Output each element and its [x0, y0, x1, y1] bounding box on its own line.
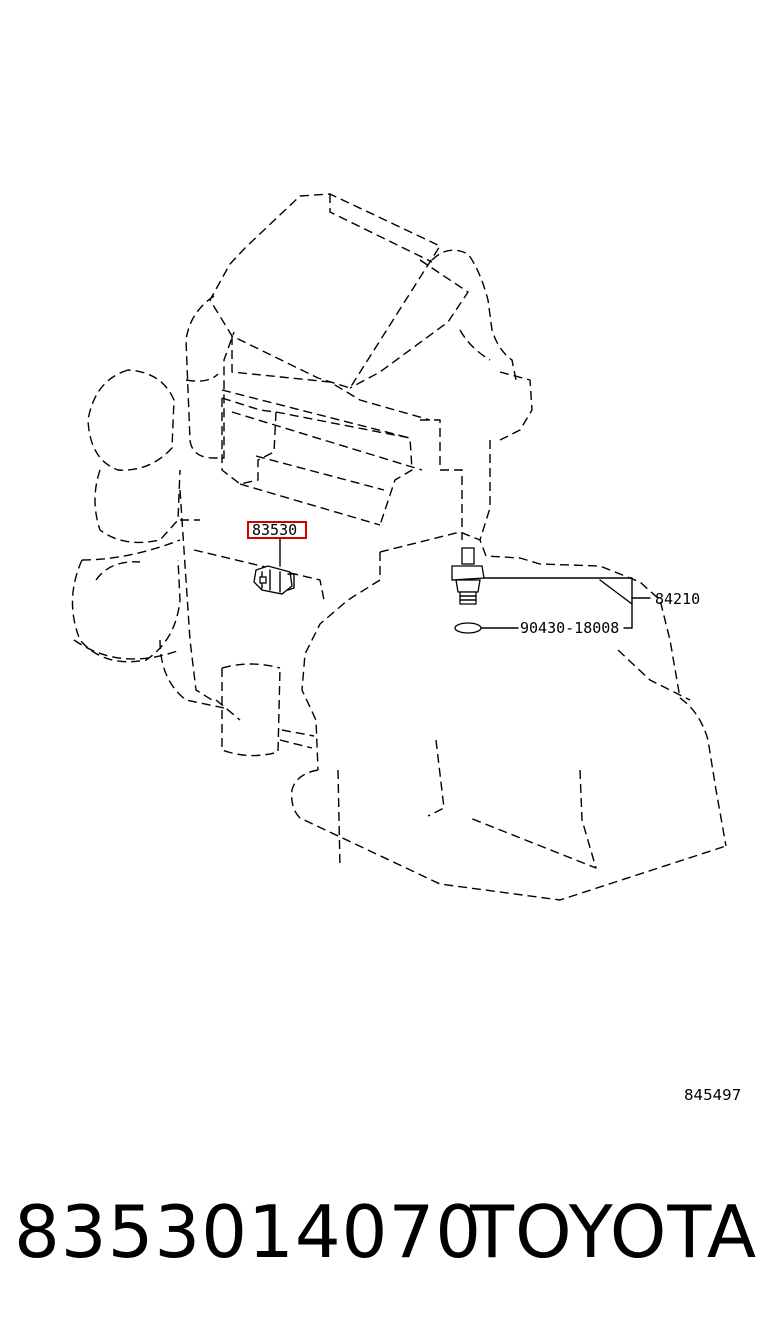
oil-pressure-switch-label[interactable]: 84210 [655, 590, 700, 608]
gasket-part[interactable] [454, 622, 482, 634]
footer-part-number: 8353014070 [14, 1190, 483, 1274]
oil-pressure-switch-part[interactable] [451, 547, 485, 605]
oil-pressure-switch-leader [483, 577, 651, 629]
footer-brand: TOYOTA [470, 1190, 758, 1274]
gasket-label[interactable]: 90430-18008 [520, 619, 619, 637]
knock-sensor-highlight-box [247, 521, 307, 539]
knock-sensor-label[interactable]: 83530 [252, 521, 297, 539]
engine-outline [71, 193, 727, 901]
knock-sensor-part[interactable] [253, 565, 295, 595]
illustration-id: 845497 [684, 1086, 741, 1104]
